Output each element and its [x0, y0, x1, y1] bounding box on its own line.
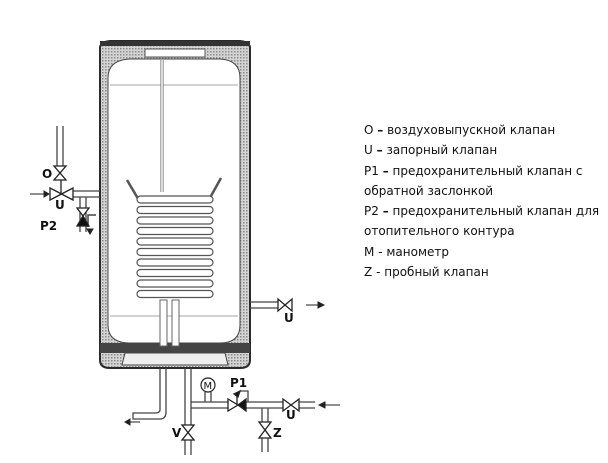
pipes	[56, 126, 315, 455]
legend-item: отопительного контура	[364, 221, 599, 241]
legend-separator: –	[382, 204, 389, 219]
coil-turn	[136, 205, 214, 215]
legend-separator: –	[382, 163, 389, 178]
legend-text: воздуховыпускной клапан	[387, 123, 556, 137]
legend-code: O	[364, 123, 374, 137]
label-o: O	[42, 167, 52, 181]
legend-separator: -	[376, 265, 381, 280]
coil-turn	[136, 279, 214, 288]
label-manometer: M	[204, 381, 213, 392]
legend-text: пробный клапан	[384, 265, 489, 280]
legend-item: P1 – предохранительный клапан с	[364, 161, 599, 181]
legend-item: M - манометр	[364, 242, 599, 262]
valve-o	[52, 165, 68, 181]
legend-code: P1	[364, 163, 379, 178]
valve-u-cold	[282, 397, 300, 413]
label-p2: P2	[40, 219, 57, 233]
legend-item: U – запорный клапан	[364, 140, 599, 160]
coil-turn	[136, 289, 214, 299]
legend-code: M	[364, 244, 375, 259]
legend-code: Z	[364, 265, 373, 280]
coil-turn	[136, 247, 214, 257]
legend-item: обратной заслонкой	[364, 181, 599, 201]
legend-text: обратной заслонкой	[364, 183, 494, 198]
legend-text: предохранительный клапан для	[392, 204, 600, 219]
valve-z	[257, 421, 273, 439]
heating-coil	[125, 177, 223, 299]
label-v: V	[172, 426, 182, 440]
label-u-cold: U	[286, 408, 296, 422]
coil-turn	[136, 268, 214, 278]
valve-u-inlet	[49, 180, 74, 202]
legend-text: отопительного контура	[364, 224, 515, 239]
legend-code: U	[364, 143, 373, 158]
legend-text: запорный клапан	[386, 143, 498, 158]
legend-text: манометр	[386, 244, 449, 259]
label-u-outlet: U	[284, 311, 294, 325]
legend-code: P2	[364, 204, 379, 219]
label-u-inlet: U	[55, 198, 65, 212]
legend-separator: -	[378, 244, 383, 259]
valve-v	[180, 424, 196, 441]
coil-turn	[136, 216, 214, 225]
legend-item: O – воздуховыпускной клапан	[364, 120, 599, 140]
manometer-icon	[200, 377, 216, 393]
legend-item: Z - пробный клапан	[364, 262, 599, 282]
valve-p2	[75, 207, 91, 227]
coil-turn	[136, 226, 214, 236]
legend-separator: –	[376, 143, 383, 158]
label-z: Z	[273, 426, 282, 440]
legend-text: предохранительный клапан с	[392, 163, 583, 178]
valve-p1	[227, 389, 247, 413]
legend-separator: –	[377, 123, 384, 137]
coil-turn	[136, 237, 214, 246]
valve-u-outlet	[277, 297, 293, 313]
coil-turn	[136, 195, 214, 204]
legend-item: P2 – предохранительный клапан для	[364, 201, 599, 221]
label-p1: P1	[230, 376, 247, 390]
flow-arrows	[30, 190, 340, 426]
tank	[99, 40, 251, 369]
coil-turn	[136, 258, 214, 267]
